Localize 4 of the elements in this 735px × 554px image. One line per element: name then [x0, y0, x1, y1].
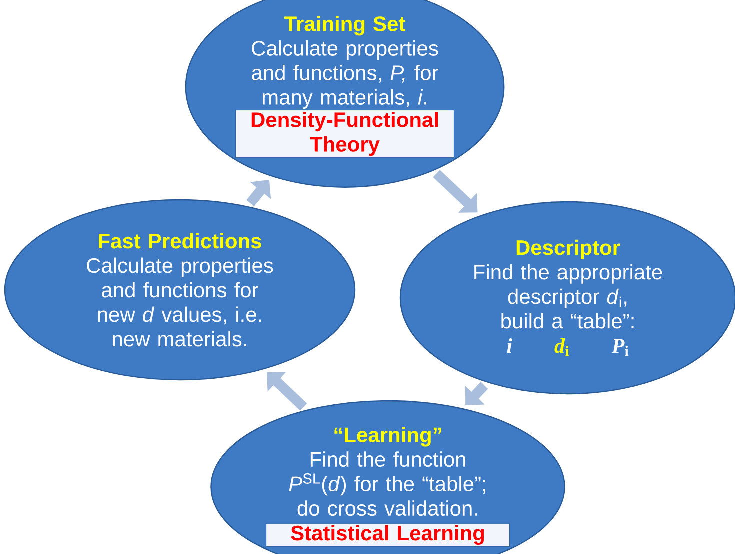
block-arrow [433, 170, 478, 213]
ellipse-node: Fast Predictions Calculate properties and functions for new d values, i.e. new materials. [4, 199, 356, 381]
ellipse-node: “Learning” Find the function P$^{SL}$(d) for the “table”; do cross validation. Statistical Learning [210, 400, 566, 554]
ellipse-node: Descriptor Find the appropriate descriptor d$_{i}$, build a “table”: i d$_{i}$ P$_{i}$ [400, 201, 735, 395]
